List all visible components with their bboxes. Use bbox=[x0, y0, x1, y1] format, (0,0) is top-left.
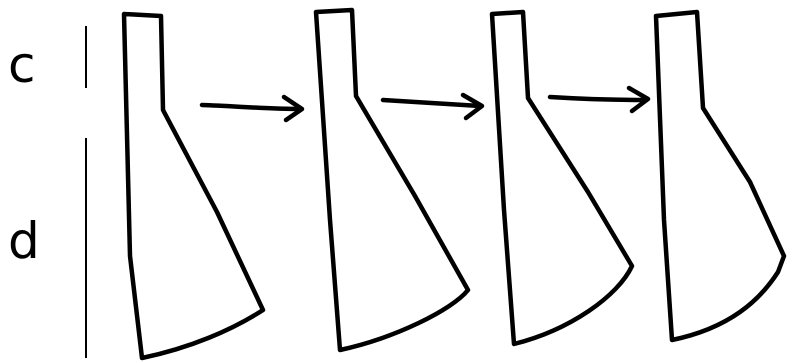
arrow-2 bbox=[383, 95, 482, 118]
arrow-1 bbox=[202, 97, 302, 120]
label-d: d bbox=[8, 212, 40, 270]
shape-3 bbox=[492, 12, 632, 344]
shape-4 bbox=[656, 12, 784, 340]
label-c: c bbox=[8, 36, 36, 94]
arrow-3 bbox=[550, 88, 648, 111]
shape-1 bbox=[124, 14, 263, 358]
shape-2 bbox=[316, 10, 468, 350]
